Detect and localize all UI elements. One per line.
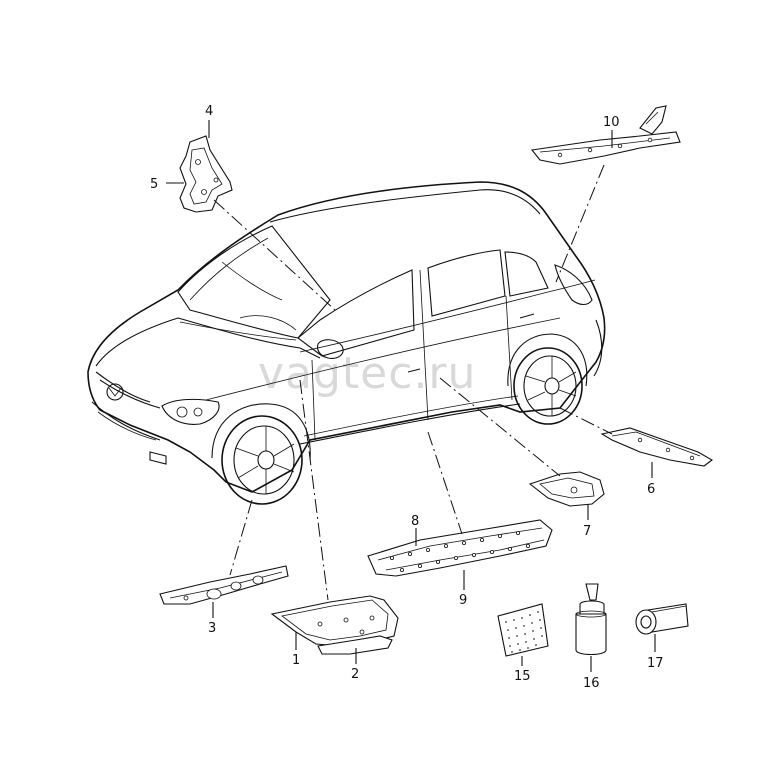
callout-6: 6	[647, 482, 655, 497]
callout-3: 3	[208, 621, 216, 636]
leader-lines	[166, 120, 656, 672]
part-7-seal	[528, 471, 605, 507]
callout-labels: 4 5 10 3 1 2 8 9 7 6 15 16 17	[150, 104, 664, 691]
part-16-bottle	[575, 583, 607, 656]
part-4-5-bracket	[179, 135, 233, 213]
callout-9: 9	[459, 593, 467, 608]
rear-wheel	[507, 333, 588, 425]
callout-17: 17	[647, 656, 664, 671]
part-8-9-seal	[367, 519, 553, 577]
part-1-2-seal	[270, 595, 399, 655]
watermark: vagtec.ru	[258, 348, 476, 399]
callout-7: 7	[583, 524, 591, 539]
part-3-seal	[159, 565, 289, 605]
part-6-seal	[600, 427, 713, 467]
callout-15: 15	[514, 669, 531, 684]
car-illustration	[87, 181, 606, 505]
part-15-pad	[497, 603, 549, 657]
callout-10: 10	[603, 115, 620, 130]
callout-4: 4	[205, 104, 213, 119]
front-wheel	[211, 403, 311, 505]
part-10-seal	[530, 105, 681, 165]
callout-1: 1	[292, 653, 300, 668]
callout-8: 8	[411, 514, 419, 529]
callout-16: 16	[583, 676, 600, 691]
part-17-tape	[635, 603, 689, 635]
callout-2: 2	[351, 667, 359, 682]
callout-5: 5	[150, 177, 158, 192]
